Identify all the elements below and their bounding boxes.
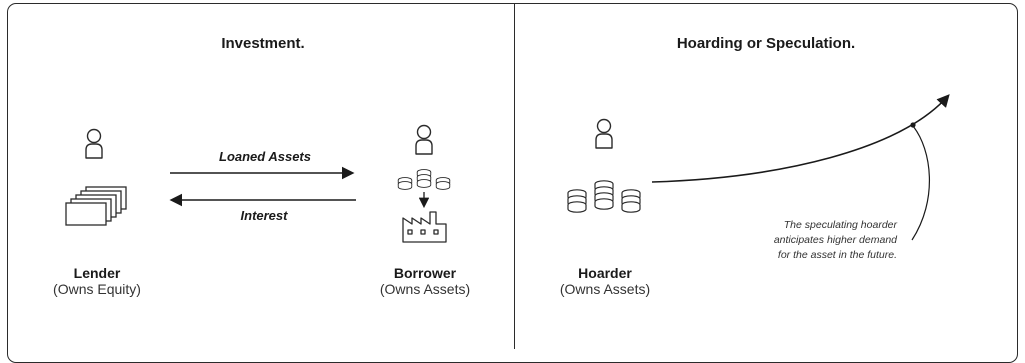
note-line-2: anticipates higher demand bbox=[773, 234, 897, 246]
hoarder-person-icon bbox=[595, 118, 613, 149]
borrower-subtitle: (Owns Assets) bbox=[379, 281, 471, 297]
diagram-graphics bbox=[65, 94, 950, 243]
hoarding-title: Hoarding or Speculation. bbox=[676, 35, 856, 52]
speculation-curve bbox=[651, 94, 950, 183]
interest-label: Interest bbox=[240, 208, 288, 223]
note-line-1: The speculating hoarder bbox=[783, 219, 897, 231]
lender-person-icon bbox=[85, 128, 103, 159]
note-leader-line bbox=[911, 125, 930, 241]
documents-stack-icon bbox=[65, 186, 127, 226]
curve-point bbox=[910, 122, 916, 128]
note-line-3: for the asset in the future. bbox=[777, 249, 897, 261]
loaned-assets-label: Loaned Assets bbox=[219, 149, 311, 164]
borrower-label: Borrower (Owns Assets) bbox=[380, 265, 470, 297]
panel-divider bbox=[514, 3, 515, 349]
hoarder-label: Hoarder (Owns Assets) bbox=[560, 265, 650, 297]
hoarder-name: Hoarder bbox=[578, 265, 632, 281]
factory-icon bbox=[402, 211, 447, 243]
borrower-name: Borrower bbox=[393, 265, 457, 281]
borrower-person-icon bbox=[415, 124, 433, 155]
lender-name: Lender bbox=[73, 265, 121, 281]
lender-subtitle: (Owns Equity) bbox=[53, 281, 141, 297]
borrower-coins-icon bbox=[397, 169, 451, 190]
investment-title: Investment. bbox=[221, 35, 305, 52]
hoarder-subtitle: (Owns Assets) bbox=[559, 281, 651, 297]
speculation-note: The speculating hoarder anticipates high… bbox=[697, 218, 897, 263]
hoarder-coins-icon bbox=[567, 180, 641, 213]
lender-label: Lender (Owns Equity) bbox=[53, 265, 141, 297]
